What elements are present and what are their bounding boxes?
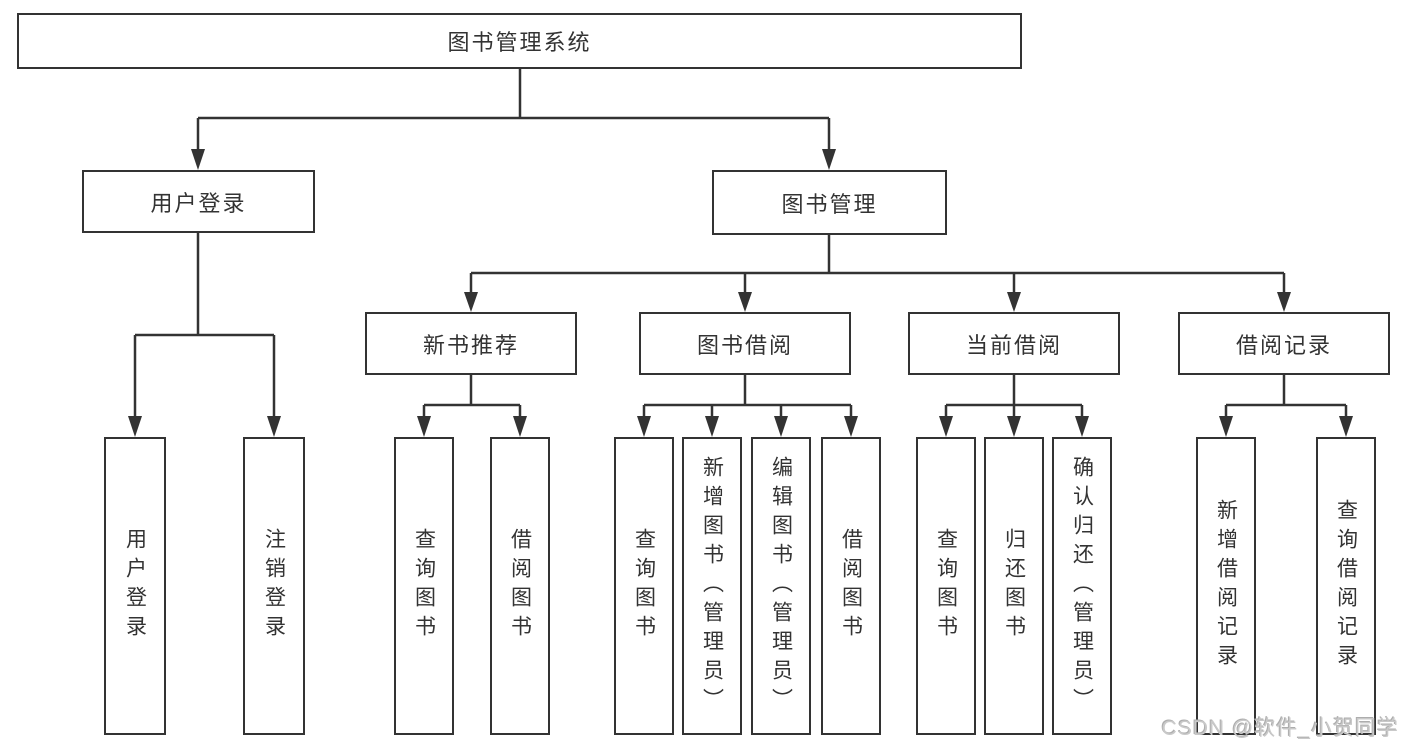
leaf-user-login: 用户登录 <box>104 437 166 735</box>
node-label: 图书借阅 <box>696 332 793 358</box>
node-user-login: 用户登录 <box>82 170 315 233</box>
node-label: 新增借阅记录 <box>1214 499 1238 673</box>
leaf-confirm-return-admin: 确认归还（管理员） <box>1052 437 1112 735</box>
node-book-management: 图书管理 <box>712 170 947 235</box>
node-label: 归还图书 <box>1002 528 1026 644</box>
leaf-add-book-admin: 新增图书（管理员） <box>682 437 742 735</box>
node-label: 图书管理系统 <box>447 30 592 55</box>
leaf-borrow-books: 借阅图书 <box>821 437 881 735</box>
leaf-add-borrow-record: 新增借阅记录 <box>1196 437 1256 735</box>
node-label: 确认归还（管理员） <box>1070 455 1094 717</box>
leaf-query-borrow-record: 查询借阅记录 <box>1316 437 1376 735</box>
node-label: 查询借阅记录 <box>1334 499 1358 673</box>
leaf-query-books-current: 查询图书 <box>916 437 976 735</box>
leaf-borrow-books-recommend: 借阅图书 <box>490 437 550 735</box>
node-label: 查询图书 <box>632 528 656 644</box>
node-current-borrowing: 当前借阅 <box>908 312 1120 375</box>
leaf-query-books-borrow: 查询图书 <box>614 437 674 735</box>
leaf-edit-book-admin: 编辑图书（管理员） <box>751 437 811 735</box>
leaf-logout: 注销登录 <box>243 437 305 735</box>
node-label: 查询图书 <box>934 528 958 644</box>
leaf-query-books-recommend: 查询图书 <box>394 437 454 735</box>
node-label: 注销登录 <box>262 528 286 644</box>
node-label: 用户登录 <box>150 190 247 216</box>
node-label: 借阅记录 <box>1235 332 1332 358</box>
node-label: 新书推荐 <box>422 332 519 358</box>
csdn-watermark: CSDN @软件_小贺同学 <box>1161 717 1399 740</box>
node-label: 图书管理 <box>781 191 878 217</box>
node-label: 编辑图书（管理员） <box>769 455 793 717</box>
node-label: 新增图书（管理员） <box>700 455 724 717</box>
node-label: 用户登录 <box>123 528 147 644</box>
node-label: 借阅图书 <box>839 528 863 644</box>
node-label: 借阅图书 <box>508 528 532 644</box>
node-book-borrowing: 图书借阅 <box>639 312 851 375</box>
node-library-system: 图书管理系统 <box>17 13 1022 69</box>
node-label: 查询图书 <box>412 528 436 644</box>
node-new-book-recommend: 新书推荐 <box>365 312 577 375</box>
leaf-return-book: 归还图书 <box>984 437 1044 735</box>
node-label: 当前借阅 <box>965 332 1062 358</box>
node-borrowing-records: 借阅记录 <box>1178 312 1390 375</box>
